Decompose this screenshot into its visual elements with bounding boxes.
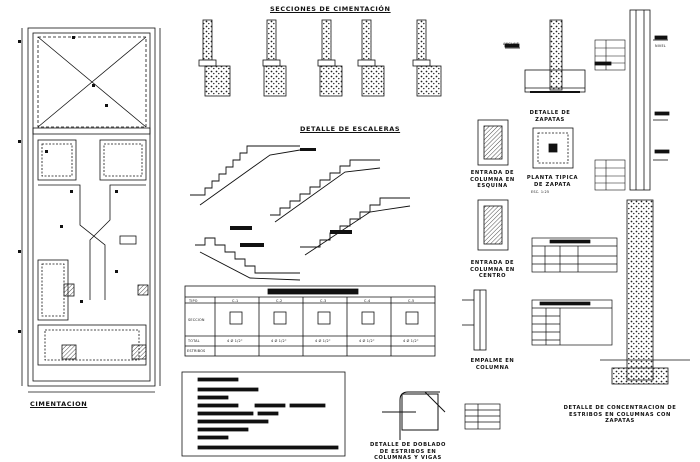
rebar-table-top <box>594 39 626 191</box>
stirrup-detail <box>382 391 446 440</box>
typical-footing-title: PLANTA TIPICA DE ZAPATA <box>526 175 579 188</box>
total-c4: 4 Ø 1/2" <box>359 339 375 343</box>
tall-column-detail <box>600 9 690 385</box>
concrete-notes-table <box>531 299 613 346</box>
table-row-total: TOTAL <box>188 339 200 343</box>
stairs-title: DETALLE DE ESCALERAS <box>300 125 401 133</box>
total-c1: 4 Ø 1/2" <box>227 339 243 343</box>
total-c5: 4 Ø 1/2" <box>403 339 419 343</box>
rebar-summary-table <box>531 237 618 273</box>
column-corner-title: ENTRADA DE COLUMNA EN ESQUINA <box>470 170 515 189</box>
sections-title: SECCIONES DE CIMENTACIÓN <box>270 5 391 13</box>
splice-detail <box>462 289 487 351</box>
column-entry-corner <box>477 119 509 166</box>
col-c1: C-1 <box>232 299 239 303</box>
column-table <box>184 285 436 357</box>
stair-tags <box>230 148 352 247</box>
table-row-section: SECCION <box>188 318 205 322</box>
plan-small-marks <box>18 36 118 333</box>
stirrup-table <box>464 403 501 430</box>
col-c4: C-4 <box>364 299 371 303</box>
splice-title: EMPALME EN COLUMNA <box>470 358 515 371</box>
footings-title: DETALLE DE ZAPATAS <box>529 110 571 123</box>
col-c3: C-3 <box>320 299 327 303</box>
column-entry-center <box>477 199 509 251</box>
section-1 <box>198 19 231 97</box>
total-c3: 4 Ø 1/2" <box>315 339 331 343</box>
section-2 <box>262 19 287 97</box>
section-5 <box>412 19 442 97</box>
section-3 <box>317 19 343 97</box>
foundation-sections <box>198 19 442 97</box>
level-label: NIVEL <box>655 44 666 48</box>
column-center-title: ENTRADA DE COLUMNA EN CENTRO <box>470 260 515 279</box>
table-row-stirrups: ESTRIBOS <box>187 349 206 353</box>
anchor-label: ANCLAJE <box>503 42 520 46</box>
typical-footing-plan <box>532 127 574 169</box>
col-c5: C-5 <box>408 299 415 303</box>
section-4 <box>357 19 385 97</box>
foundation-plan-title: CIMENTACION <box>30 400 88 408</box>
scale-label: ESC. 1:25 <box>531 190 550 194</box>
foundation-plan <box>21 27 161 393</box>
total-c2: 4 Ø 1/2" <box>271 339 287 343</box>
concentration-title: DETALLE DE CONCENTRACION DE ESTRIBOS EN … <box>563 405 677 424</box>
stirrup-title: DETALLE DE DOBLADO DE ESTRIBOS EN COLUMN… <box>369 442 447 461</box>
col-c2: C-2 <box>276 299 283 303</box>
stair-details <box>190 145 411 281</box>
notes-block <box>181 371 346 457</box>
table-header-type: TIPO <box>189 299 198 303</box>
